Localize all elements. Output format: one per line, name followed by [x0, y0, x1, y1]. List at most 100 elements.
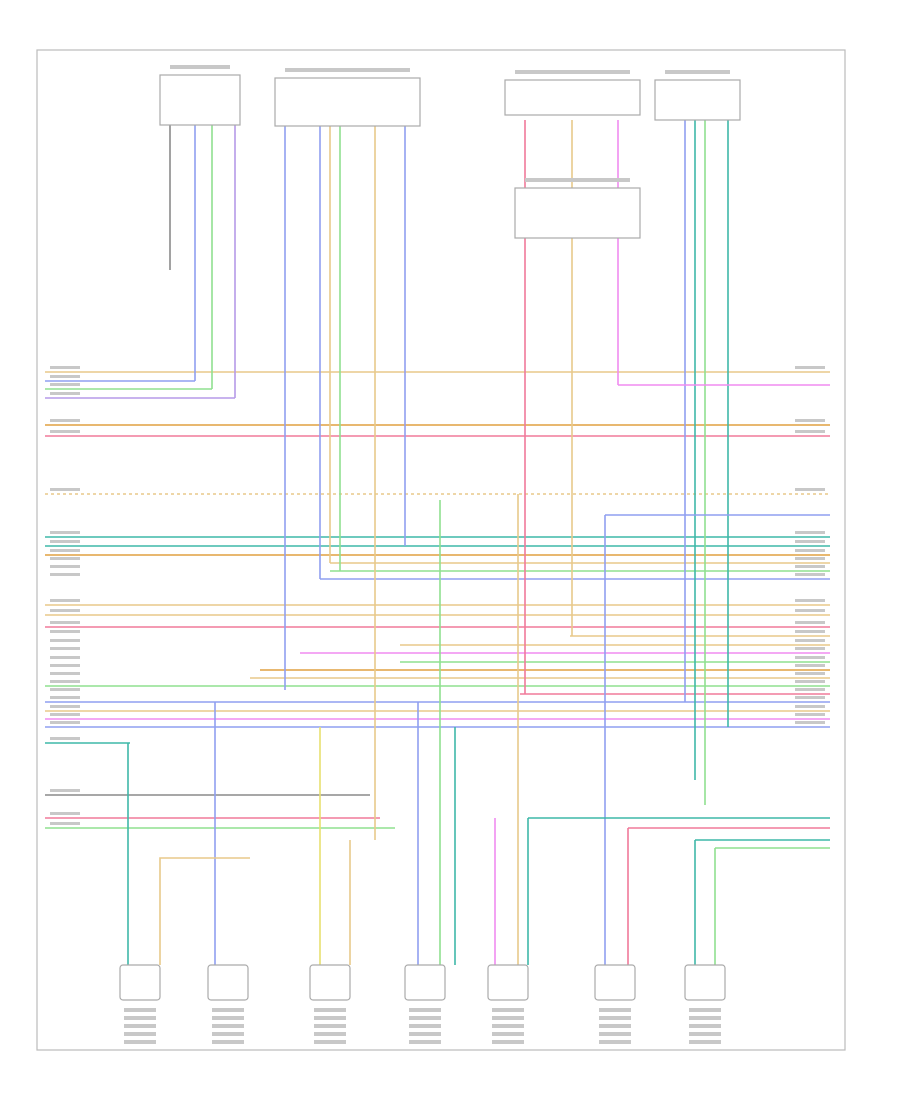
wire-label	[50, 557, 80, 560]
wire-label	[795, 557, 825, 560]
wire-label	[795, 688, 825, 691]
component-label	[599, 1016, 631, 1020]
wire-label	[50, 392, 80, 395]
wire-label	[50, 672, 80, 675]
wire-label	[795, 656, 825, 659]
component-label	[170, 65, 230, 69]
wire-tan	[159, 857, 250, 965]
component-label	[212, 1024, 244, 1028]
component-label	[492, 1008, 524, 1012]
component-label	[492, 1016, 524, 1020]
labels	[50, 65, 825, 1044]
component-label	[314, 1024, 346, 1028]
top-component-2	[274, 77, 421, 127]
component-label	[124, 1024, 156, 1028]
wire-label	[795, 609, 825, 612]
component-label	[515, 70, 630, 74]
wire-label	[795, 565, 825, 568]
wire-label	[795, 647, 825, 650]
component-label	[124, 1040, 156, 1044]
bottom-component-7	[684, 964, 726, 1001]
wire-label	[50, 565, 80, 568]
component-label	[492, 1024, 524, 1028]
component-label	[525, 178, 630, 182]
wire-label	[795, 721, 825, 724]
component-label	[409, 1024, 441, 1028]
top-component-4	[654, 79, 741, 121]
wire-label	[50, 609, 80, 612]
wire-label	[795, 639, 825, 642]
wire-label	[795, 549, 825, 552]
wire-label	[50, 573, 80, 576]
bottom-component-1	[119, 964, 161, 1001]
wire-label	[795, 664, 825, 667]
top-component-3	[504, 79, 641, 116]
wire-label	[50, 549, 80, 552]
wire-label	[795, 430, 825, 433]
bottom-component-3	[309, 964, 351, 1001]
wire-label	[795, 672, 825, 675]
component-label	[689, 1024, 721, 1028]
component-label	[409, 1016, 441, 1020]
component-label	[599, 1008, 631, 1012]
component-label	[124, 1008, 156, 1012]
wires	[45, 120, 830, 965]
top-component-5	[514, 187, 641, 239]
component-label	[409, 1032, 441, 1036]
wire-label	[50, 430, 80, 433]
component-label	[314, 1016, 346, 1020]
wire-label	[50, 789, 80, 792]
component-label	[409, 1040, 441, 1044]
wire-label	[50, 630, 80, 633]
wire-label	[50, 366, 80, 369]
component-label	[492, 1032, 524, 1036]
component-label	[212, 1040, 244, 1044]
wire-label	[50, 664, 80, 667]
bottom-component-5	[487, 964, 529, 1001]
wire-label	[50, 822, 80, 825]
wire-label	[50, 696, 80, 699]
wire-label	[50, 713, 80, 716]
wire-label	[50, 621, 80, 624]
component-label	[212, 1032, 244, 1036]
component-label	[409, 1008, 441, 1012]
wire-label	[795, 696, 825, 699]
component-label	[599, 1040, 631, 1044]
component-label	[689, 1040, 721, 1044]
component-label	[314, 1008, 346, 1012]
component-label	[124, 1032, 156, 1036]
component-label	[689, 1016, 721, 1020]
wire-label	[795, 599, 825, 602]
wire-label	[50, 531, 80, 534]
wire-label	[50, 488, 80, 491]
wire-label	[50, 647, 80, 650]
wire-label	[50, 599, 80, 602]
bottom-component-6	[594, 964, 636, 1001]
component-label	[689, 1008, 721, 1012]
wire-label	[50, 419, 80, 422]
wire-label	[50, 656, 80, 659]
wire-label	[795, 573, 825, 576]
diagram-border	[36, 49, 846, 1051]
wire-label	[50, 737, 80, 740]
wire-label	[795, 531, 825, 534]
components	[119, 74, 741, 1001]
wire-label	[795, 419, 825, 422]
component-label	[314, 1032, 346, 1036]
component-label	[689, 1032, 721, 1036]
wire-label	[50, 721, 80, 724]
component-label	[124, 1016, 156, 1020]
wire-label	[795, 630, 825, 633]
component-label	[212, 1016, 244, 1020]
wire-label	[50, 639, 80, 642]
bottom-component-2	[207, 964, 249, 1001]
wire-label	[50, 688, 80, 691]
wire-label	[795, 680, 825, 683]
wire-label	[50, 812, 80, 815]
component-label	[599, 1032, 631, 1036]
wire-label	[50, 375, 80, 378]
wire-label	[795, 713, 825, 716]
component-label	[665, 70, 730, 74]
wire-label	[795, 705, 825, 708]
